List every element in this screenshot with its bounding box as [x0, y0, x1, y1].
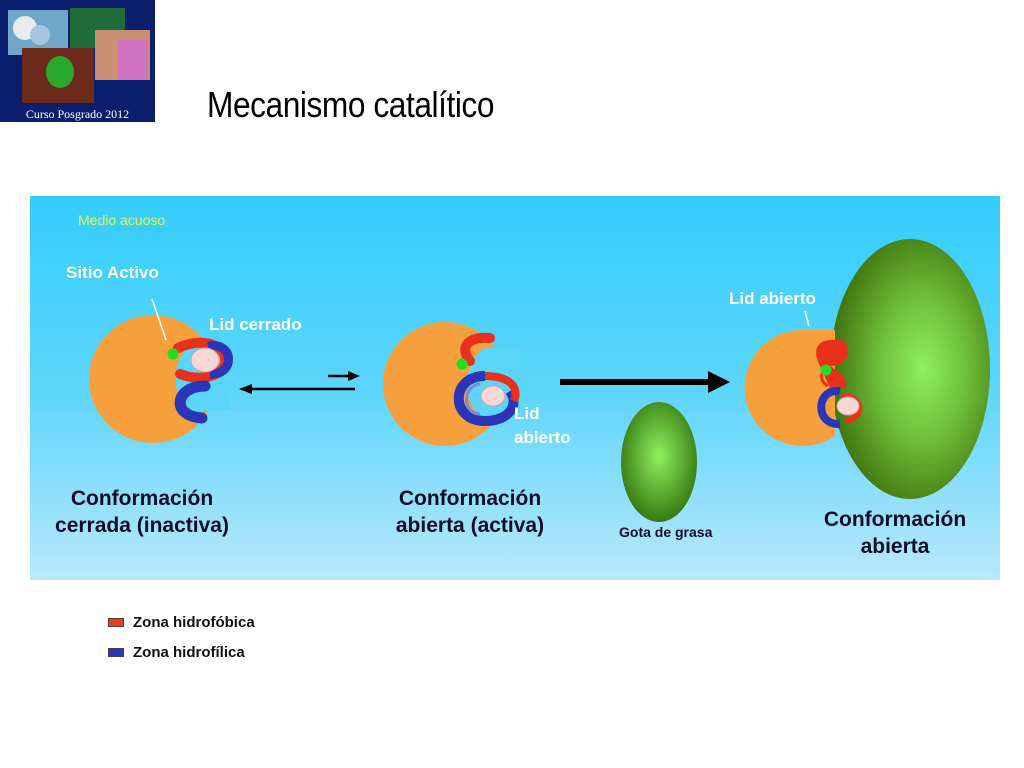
logo-caption: Curso Posgrado 2012 — [25, 107, 130, 121]
active-site-dot-2 — [456, 358, 468, 370]
fat-drop-label: Gota de grasa — [619, 524, 713, 540]
enzyme-open-active — [383, 322, 520, 446]
caption-open-conformation: Conformación abierta — [823, 508, 967, 558]
forward-arrow — [560, 371, 730, 393]
hydrophilic-zone-3 — [836, 396, 860, 416]
active-site-dot-3 — [820, 364, 832, 376]
fat-drop-small — [621, 402, 697, 522]
course-logo: Curso Posgrado 2012 — [0, 0, 155, 122]
caption-open-active-conformation: Conformación abierta (activa) — [395, 487, 545, 537]
diagram-panel: Medio acuoso Sitio Activo Lid cerrado Li… — [30, 196, 1000, 580]
active-site-label: Sitio Activo — [66, 263, 159, 282]
aqueous-medium-label: Medio acuoso — [78, 212, 166, 228]
active-site-dot-1 — [167, 348, 179, 360]
hydrophilic-zone-2 — [480, 385, 506, 407]
enzyme-body-3 — [744, 330, 835, 446]
slide-title: Mecanismo catalítico — [207, 84, 495, 125]
mechanism-diagram — [89, 239, 990, 522]
enzyme-open-bound — [744, 330, 863, 446]
hydrophilic-zone-1 — [174, 380, 211, 424]
legend-label-hydrophilic: Zona hidrofílica — [133, 644, 245, 661]
hydrophobic-zone-3 — [816, 339, 848, 388]
equilibrium-arrows — [239, 371, 360, 394]
legend-swatch-hydrophilic — [108, 648, 124, 657]
caption-closed-conformation: Conformación cerrada (inactiva) — [55, 487, 229, 537]
legend-label-hydrophobic: Zona hidrofóbica — [133, 614, 255, 631]
fat-drop-large — [830, 239, 990, 499]
logo-collage-icon — [0, 0, 155, 107]
lid-open-label-1: Lid abierto — [514, 404, 571, 447]
enzyme-closed — [89, 315, 233, 443]
legend-swatch-hydrophobic — [108, 618, 124, 627]
lid-closed-label: Lid cerrado — [209, 315, 302, 334]
lid-open-label-2: Lid abierto — [729, 289, 816, 308]
hydrophobic-zone-2 — [460, 332, 495, 366]
